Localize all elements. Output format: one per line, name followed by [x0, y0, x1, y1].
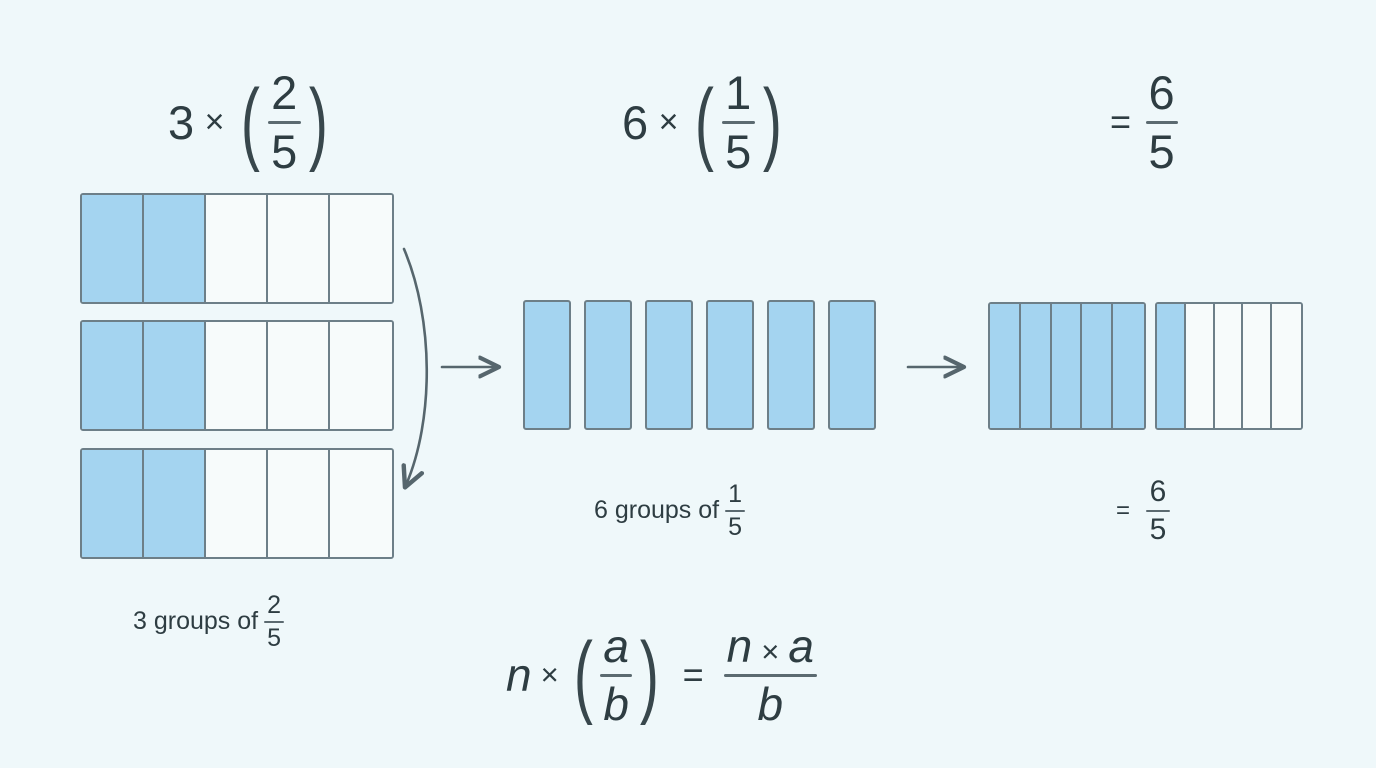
general-formula: n × ( a b ) = n×a b — [506, 622, 819, 729]
formula-a: a — [603, 620, 629, 672]
caption-left-text: 3 groups of — [133, 607, 259, 635]
cell-empty — [1214, 304, 1244, 428]
result-bar-2 — [1155, 302, 1303, 430]
multiply-sign: × — [761, 634, 780, 669]
expression-middle: 6 × ( 1 5 ) — [622, 66, 783, 178]
fraction-bar-row-3 — [80, 448, 394, 559]
left-numerator: 2 — [271, 66, 298, 119]
cell-filled — [82, 195, 144, 302]
right-numerator: 6 — [1148, 66, 1176, 119]
cell-empty — [206, 195, 268, 302]
right-fraction: 6 5 — [1145, 66, 1179, 178]
formula-rn: n — [726, 620, 753, 672]
cell-empty — [268, 450, 330, 557]
fraction-bar — [723, 673, 817, 677]
result-bar-1 — [988, 302, 1146, 430]
cell-empty — [206, 322, 268, 429]
unit-bar-6 — [828, 300, 876, 430]
multiply-sign: × — [204, 102, 225, 141]
fraction-bar — [600, 673, 632, 677]
cell-filled — [1113, 304, 1144, 428]
fraction-bar — [264, 620, 285, 623]
caption-left-fraction: 2 5 — [264, 591, 285, 652]
cell-empty — [330, 450, 392, 557]
cell-filled — [82, 450, 144, 557]
formula-fraction-left: a b — [600, 622, 632, 729]
fraction-bar — [722, 120, 755, 124]
caption-right: = 6 5 — [1116, 476, 1172, 546]
cell-filled — [144, 450, 206, 557]
cell-filled — [144, 195, 206, 302]
middle-fraction: 1 5 — [722, 68, 755, 177]
multiply-sign: × — [540, 657, 559, 693]
caption-middle-text: 6 groups of — [594, 496, 720, 524]
caption-middle-fraction: 1 5 — [725, 480, 746, 541]
left-multiplier: 3 — [168, 95, 195, 149]
unit-bar-3 — [645, 300, 693, 430]
cell-empty — [330, 322, 392, 429]
caption-right-fraction: 6 5 — [1146, 475, 1171, 546]
caption-right-numerator: 6 — [1149, 475, 1167, 508]
fraction-bar — [1145, 120, 1179, 124]
cell-filled — [1051, 304, 1083, 428]
cell-filled — [1082, 304, 1114, 428]
cell-filled — [144, 322, 206, 429]
multiply-sign: × — [658, 102, 679, 141]
cell-empty — [330, 195, 392, 302]
formula-ra: a — [788, 620, 814, 672]
fraction-bar-row-2 — [80, 320, 394, 431]
caption-middle: 6 groups of 1 5 — [594, 481, 747, 540]
unit-bar-4 — [706, 300, 754, 430]
left-denominator: 5 — [271, 124, 298, 178]
right-denominator: 5 — [1148, 124, 1176, 178]
unit-bar-2 — [584, 300, 632, 430]
unit-bar-1 — [523, 300, 571, 430]
cell-filled — [1020, 304, 1052, 428]
left-fraction: 2 5 — [268, 68, 301, 177]
caption-left-numerator: 2 — [267, 591, 282, 619]
equals-sign: = — [682, 654, 704, 696]
cell-empty — [1243, 304, 1273, 428]
caption-middle-numerator: 1 — [728, 480, 743, 508]
middle-denominator: 5 — [725, 124, 752, 178]
caption-left-denominator: 5 — [267, 623, 282, 652]
fraction-bar — [1146, 509, 1171, 512]
unit-bar-5 — [767, 300, 815, 430]
caption-left: 3 groups of 2 5 — [133, 592, 286, 651]
formula-b: b — [603, 677, 629, 730]
caption-middle-denominator: 5 — [728, 512, 743, 541]
caption-right-denominator: 5 — [1149, 512, 1167, 546]
cell-filled — [82, 322, 144, 429]
cell-empty — [1185, 304, 1215, 428]
middle-numerator: 1 — [725, 66, 752, 119]
fraction-bar — [725, 509, 746, 512]
expression-right: = 6 5 — [1110, 68, 1180, 177]
formula-fraction-right: n×a b — [723, 622, 817, 730]
middle-multiplier: 6 — [622, 95, 649, 149]
cell-empty — [268, 195, 330, 302]
formula-right-numerator: n×a — [724, 622, 817, 671]
caption-right-equals: = — [1116, 496, 1131, 524]
fraction-bar — [268, 120, 301, 124]
cell-filled — [1157, 304, 1186, 428]
expression-left: 3 × ( 2 5 ) — [168, 66, 329, 178]
cell-empty — [206, 450, 268, 557]
formula-rb: b — [757, 677, 784, 730]
cell-empty — [1272, 304, 1301, 428]
cell-filled — [990, 304, 1021, 428]
fraction-bar-row-1 — [80, 193, 394, 304]
equals-sign: = — [1110, 101, 1132, 143]
cell-empty — [268, 322, 330, 429]
formula-n: n — [506, 649, 532, 702]
curved-group-arrow — [404, 247, 429, 485]
